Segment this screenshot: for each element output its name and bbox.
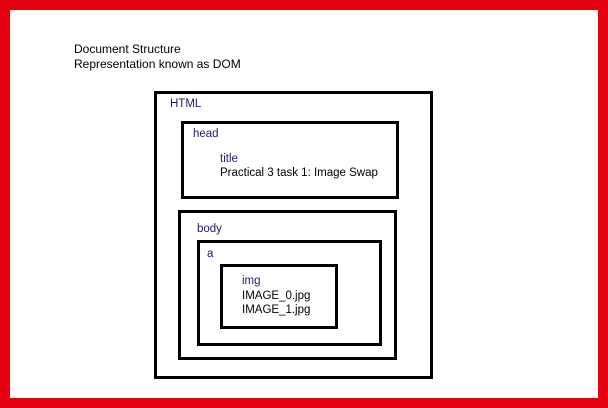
html-node-label: HTML bbox=[170, 98, 202, 110]
a-node-label: a bbox=[207, 248, 214, 260]
title-node-text: Practical 3 task 1: Image Swap bbox=[220, 167, 378, 179]
diagram-caption: Document Structure Representation known … bbox=[74, 42, 241, 72]
img-node-label: img bbox=[242, 275, 261, 287]
img-node-box bbox=[220, 264, 338, 329]
img-source-1: IMAGE_1.jpg bbox=[242, 304, 311, 316]
caption-line-2: Representation known as DOM bbox=[74, 57, 241, 71]
title-node-label: title bbox=[220, 153, 238, 165]
body-node-label: body bbox=[197, 223, 222, 235]
img-node-sources: IMAGE_0.jpg IMAGE_1.jpg bbox=[242, 289, 310, 317]
head-node-label: head bbox=[193, 128, 219, 140]
caption-line-1: Document Structure bbox=[74, 42, 181, 56]
head-node-box bbox=[181, 121, 399, 199]
img-source-0: IMAGE_0.jpg bbox=[242, 290, 311, 302]
